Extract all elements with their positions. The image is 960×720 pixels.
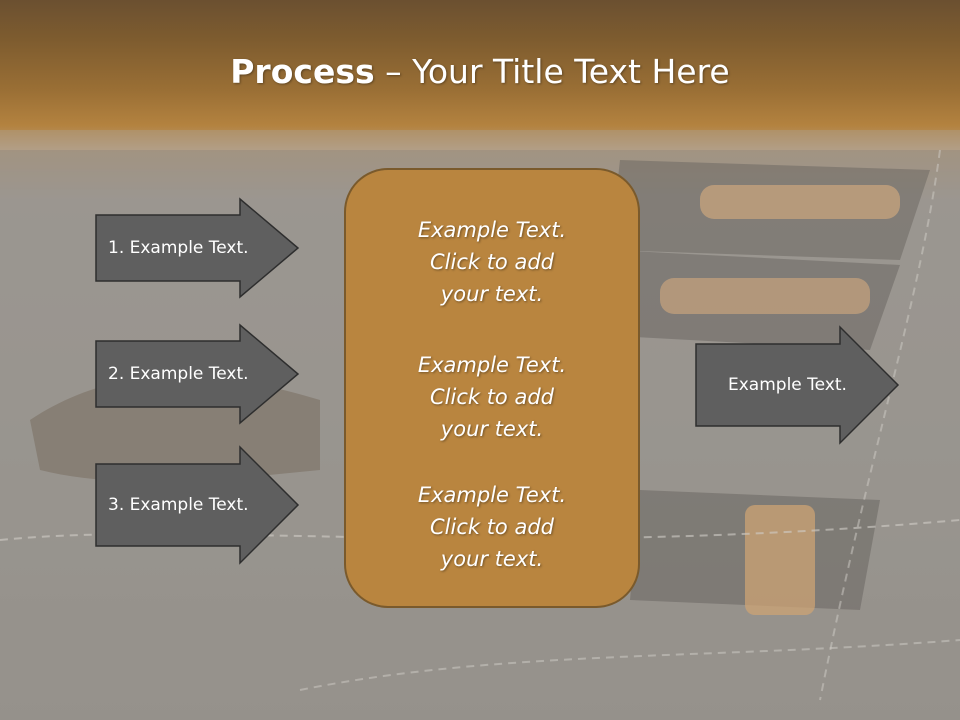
left-arrow-1[interactable]: 1. Example Text. bbox=[95, 197, 300, 299]
slide-title: Process – Your Title Text Here bbox=[0, 52, 960, 91]
left-arrow-3[interactable]: 3. Example Text. bbox=[95, 445, 300, 565]
paragraph-line: Click to add bbox=[429, 385, 554, 409]
right-arrow[interactable]: Example Text. bbox=[695, 325, 900, 445]
center-paragraph-1: Example Text. Click to add your text. bbox=[346, 214, 638, 310]
paragraph-line: your text. bbox=[440, 547, 544, 571]
arrow-label: 1. Example Text. bbox=[108, 238, 249, 258]
arrow-shape bbox=[695, 325, 900, 445]
arrow-label: Example Text. bbox=[728, 375, 847, 395]
arrow-label: 2. Example Text. bbox=[108, 364, 249, 384]
arrow-shape bbox=[95, 445, 300, 565]
arrow-shape bbox=[95, 197, 300, 299]
paragraph-line: Click to add bbox=[429, 250, 554, 274]
center-paragraph-3: Example Text. Click to add your text. bbox=[346, 479, 638, 575]
center-text-box[interactable]: Example Text. Click to add your text. Ex… bbox=[344, 168, 640, 608]
center-paragraph-2: Example Text. Click to add your text. bbox=[346, 349, 638, 445]
paragraph-line: Example Text. bbox=[417, 483, 567, 507]
title-bold: Process bbox=[230, 52, 375, 91]
paragraph-line: Example Text. bbox=[417, 218, 567, 242]
arrow-label: 3. Example Text. bbox=[108, 495, 249, 515]
paragraph-line: your text. bbox=[440, 417, 544, 441]
paragraph-line: Example Text. bbox=[417, 353, 567, 377]
arrow-shape bbox=[95, 323, 300, 425]
title-rest: – Your Title Text Here bbox=[374, 52, 730, 91]
paragraph-line: Click to add bbox=[429, 515, 554, 539]
paragraph-line: your text. bbox=[440, 282, 544, 306]
left-arrow-2[interactable]: 2. Example Text. bbox=[95, 323, 300, 425]
